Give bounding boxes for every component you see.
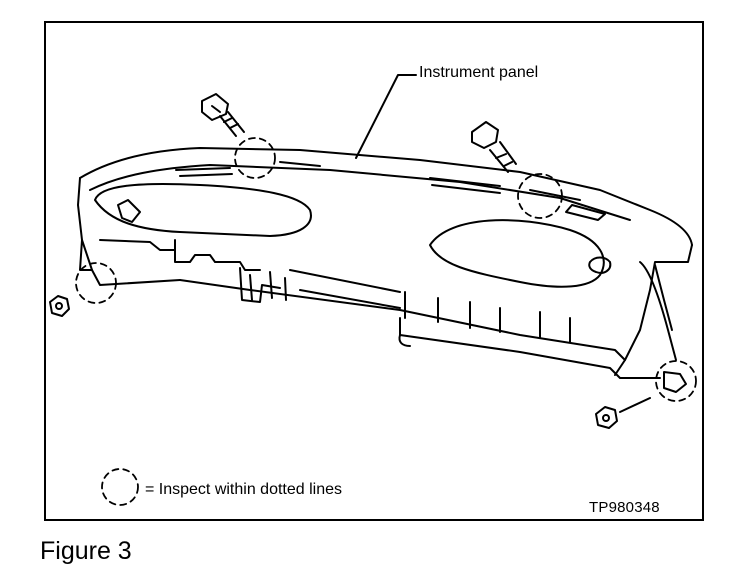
bolt-icon <box>201 93 245 137</box>
dotted-circle-icon <box>101 468 139 506</box>
legend-text: = Inspect within dotted lines <box>145 481 343 498</box>
figure-caption: Figure 3 <box>40 537 132 565</box>
callout-leader-line <box>355 74 417 159</box>
inspect-zone-circle <box>655 360 697 402</box>
figure-code: TP980348 <box>589 499 660 516</box>
nut-icon <box>595 397 651 429</box>
inspect-zone-circle <box>517 173 563 219</box>
bracket-detail <box>663 371 687 393</box>
inspect-zone-circle <box>234 137 276 179</box>
nut-icon <box>49 295 70 317</box>
bolt-icon <box>471 121 517 173</box>
instrument-panel-illustration <box>77 147 693 379</box>
inspect-zone-circle <box>75 262 117 304</box>
instrument-panel-label: Instrument panel <box>419 64 539 81</box>
